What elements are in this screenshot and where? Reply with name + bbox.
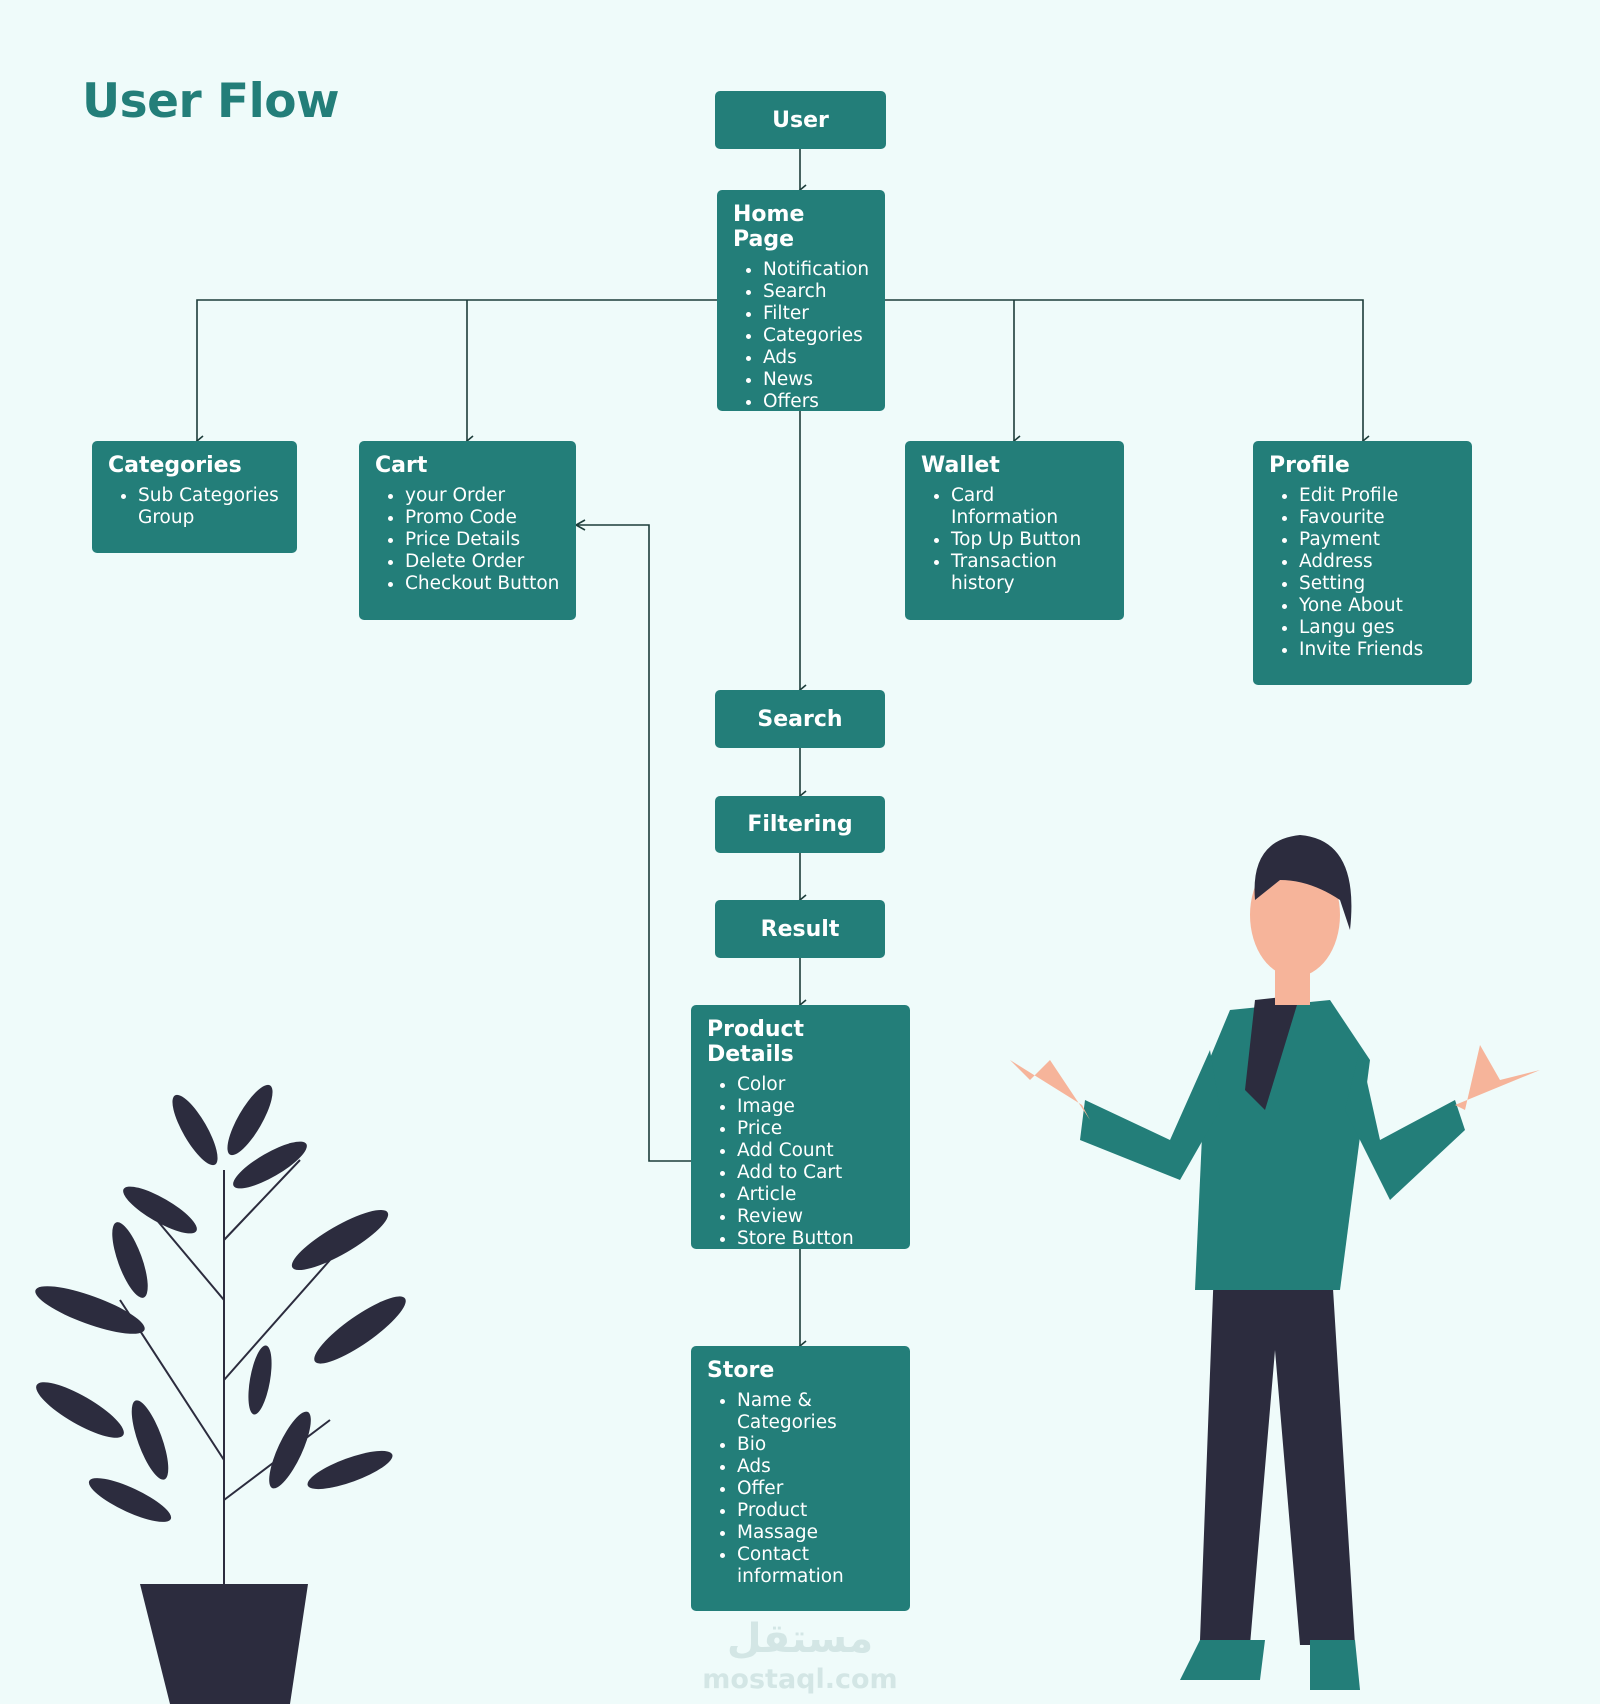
node-title: Profile bbox=[1269, 453, 1350, 478]
list-item: Price Details bbox=[405, 529, 560, 551]
node-title: Store bbox=[707, 1358, 775, 1383]
list-item: Bio bbox=[737, 1434, 867, 1456]
edge-home-right bbox=[885, 299, 1370, 447]
list-item: Review bbox=[737, 1206, 894, 1228]
list-item: Address bbox=[1299, 551, 1456, 573]
list-item: Search bbox=[763, 281, 869, 303]
list-item: Favourite bbox=[1299, 507, 1456, 529]
list-item: Add Count bbox=[737, 1140, 894, 1162]
node-title: Cart bbox=[375, 453, 428, 478]
page-title: User Flow bbox=[82, 74, 339, 129]
node-user: User bbox=[715, 91, 886, 149]
list-item: Top Up Button bbox=[951, 529, 1091, 551]
list-item: Yone About bbox=[1299, 595, 1456, 617]
watermark-latin: mostaql.com bbox=[702, 1664, 898, 1695]
node-title: Filtering bbox=[747, 812, 853, 837]
list-item: Langu ges bbox=[1299, 617, 1456, 639]
node-title: Categories bbox=[108, 453, 242, 478]
list-item: Invite Friends bbox=[1299, 639, 1456, 661]
list-item: Offers bbox=[763, 391, 869, 413]
list-item: Color bbox=[737, 1074, 894, 1096]
watermark-arabic: مستقل bbox=[726, 1616, 874, 1662]
list-item: Delete Order bbox=[405, 551, 560, 573]
list-item: Product bbox=[737, 1500, 867, 1522]
list-item: your Order bbox=[405, 485, 560, 507]
list-item: Transaction history bbox=[951, 551, 1091, 595]
list-item: News bbox=[763, 369, 869, 391]
node-product-details: Product Details ColorImagePriceAdd Count… bbox=[691, 1005, 910, 1249]
list-item: Categories bbox=[763, 325, 869, 347]
list-item: Promo Code bbox=[405, 507, 560, 529]
node-home-page: Home Page NotificationSearchFilterCatego… bbox=[717, 190, 885, 413]
node-result: Result bbox=[715, 900, 885, 958]
node-title: User bbox=[772, 107, 829, 133]
node-title: Wallet bbox=[921, 453, 1000, 478]
node-store: Store Name & CategoriesBioAdsOfferProduc… bbox=[691, 1346, 910, 1611]
node-search: Search bbox=[715, 690, 885, 748]
list-item: Ads bbox=[737, 1456, 867, 1478]
list-item: Ads bbox=[763, 347, 869, 369]
node-title: Search bbox=[757, 706, 843, 732]
node-filtering: Filtering bbox=[715, 796, 885, 853]
plant-illustration bbox=[35, 1084, 406, 1704]
edge-home-left bbox=[195, 299, 717, 447]
list-item: Add to Cart bbox=[737, 1162, 894, 1184]
node-cart: Cart your OrderPromo CodePrice DetailsDe… bbox=[359, 441, 576, 620]
node-title: Result bbox=[760, 916, 840, 942]
list-item: Edit Profile bbox=[1299, 485, 1456, 507]
list-item: Setting bbox=[1299, 573, 1456, 595]
node-categories: Categories Sub Categories Group bbox=[92, 441, 297, 553]
node-wallet: Wallet Card InformationTop Up ButtonTran… bbox=[905, 441, 1124, 620]
list-item: Price bbox=[737, 1118, 894, 1140]
node-profile: Profile Edit ProfileFavouritePaymentAddr… bbox=[1253, 441, 1472, 685]
list-item: Store Button bbox=[737, 1228, 894, 1250]
list-item: Massage bbox=[737, 1522, 867, 1544]
list-item: Filter bbox=[763, 303, 869, 325]
list-item: Article bbox=[737, 1184, 894, 1206]
list-item: Sub Categories Group bbox=[138, 485, 281, 529]
list-item: Offer bbox=[737, 1478, 867, 1500]
list-item: Notification bbox=[763, 259, 869, 281]
person-illustration bbox=[1010, 835, 1540, 1690]
list-item: Name & Categories bbox=[737, 1390, 867, 1434]
list-item: Card Information bbox=[951, 485, 1091, 529]
list-item: Checkout Button bbox=[405, 573, 560, 595]
node-title: Product Details bbox=[707, 1017, 805, 1067]
list-item: Payment bbox=[1299, 529, 1456, 551]
node-title: Home Page bbox=[733, 202, 805, 252]
edge-product-cart bbox=[574, 519, 691, 1162]
list-item: Contact information bbox=[737, 1544, 867, 1588]
list-item: Image bbox=[737, 1096, 894, 1118]
